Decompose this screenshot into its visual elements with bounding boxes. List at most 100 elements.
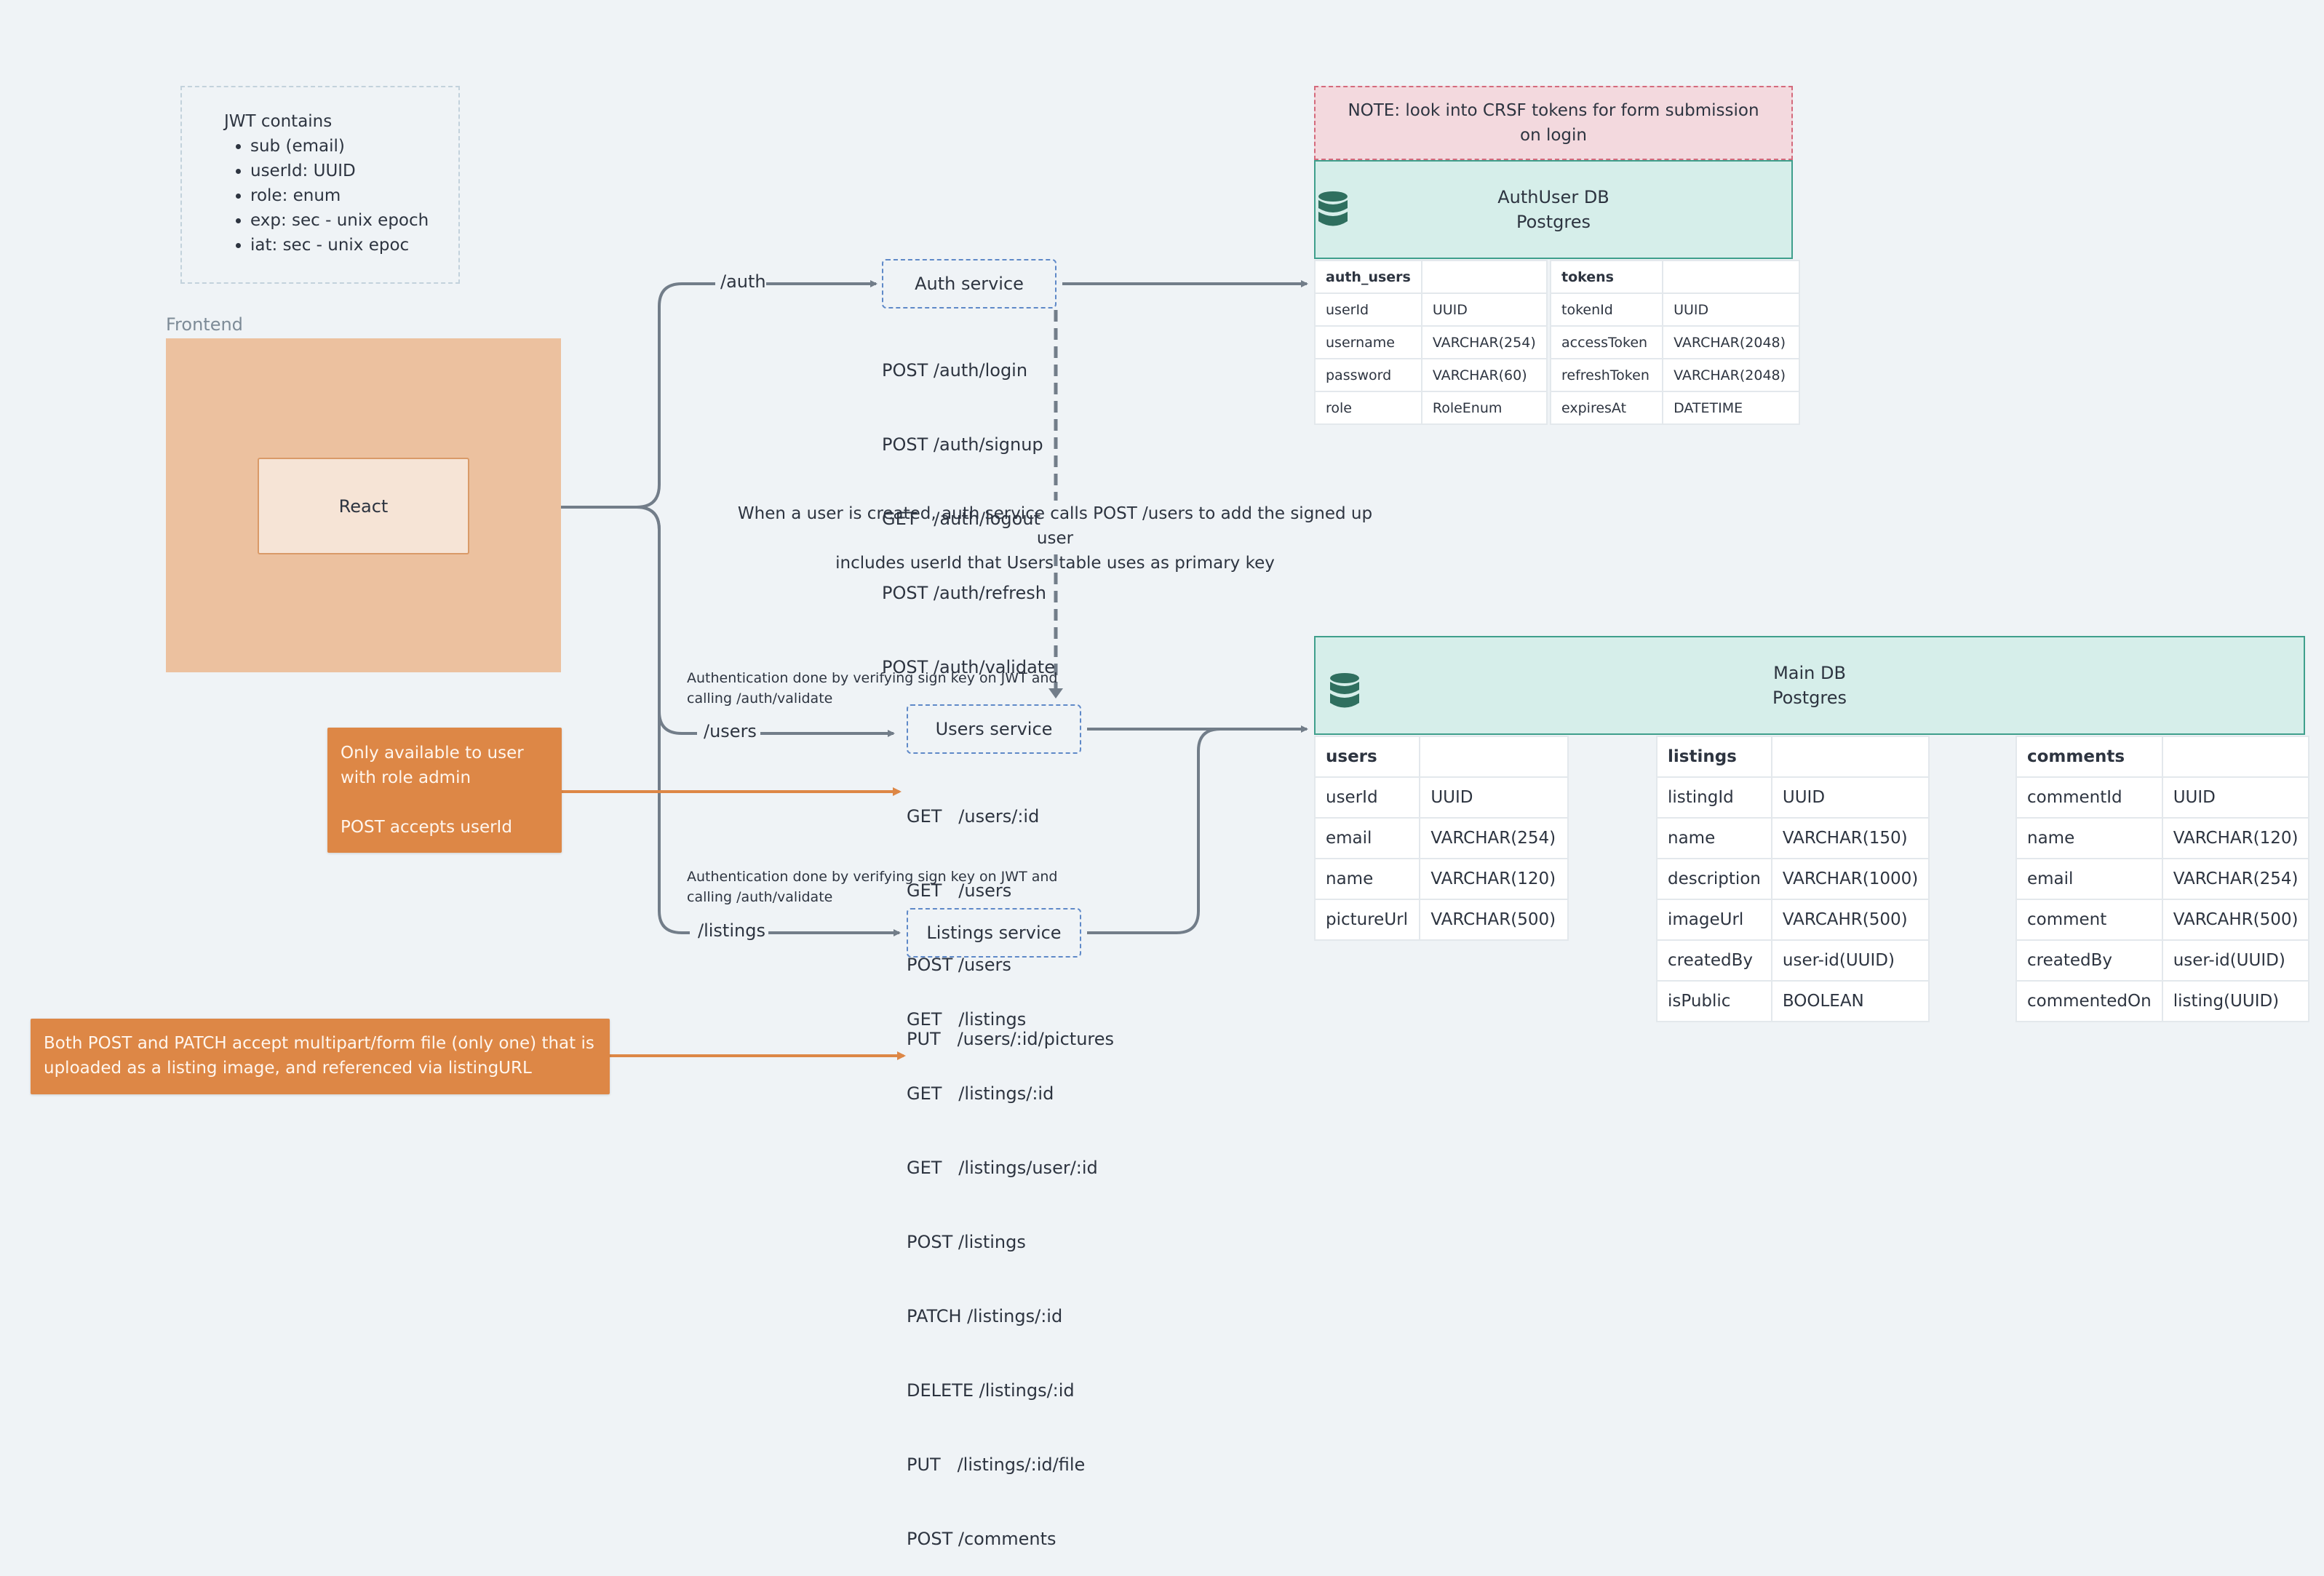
column-type: VARCHAR(1000) xyxy=(1770,858,1930,900)
column-type: BOOLEAN xyxy=(1770,980,1930,1022)
endpoint: POST /auth/validate xyxy=(882,657,1055,677)
listings-service-node[interactable]: Listings service xyxy=(907,908,1081,958)
endpoint: POST /auth/signup xyxy=(882,434,1043,455)
column-type: VARCAHR(500) xyxy=(1770,899,1930,941)
column-type: VARCHAR(120) xyxy=(2161,817,2310,859)
column-name: pictureUrl xyxy=(1313,899,1421,941)
column-name: refreshToken xyxy=(1549,358,1664,392)
column-type: VARCHAR(150) xyxy=(1770,817,1930,859)
endpoint: POST /auth/login xyxy=(882,360,1028,381)
endpoint: GET /listings/user/:id xyxy=(907,1158,1098,1178)
authuser-db-node[interactable]: AuthUser DB Postgres xyxy=(1314,160,1793,259)
auth-service-node[interactable]: Auth service xyxy=(882,259,1056,309)
column-name: email xyxy=(1313,817,1421,859)
endpoint: PUT /users/:id/pictures xyxy=(907,1029,1115,1049)
listings-auth-note: Authentication done by verifying sign ke… xyxy=(687,867,1057,907)
table-header-row: auth_users xyxy=(1314,260,1548,294)
users-service-node[interactable]: Users service xyxy=(907,704,1081,754)
column-type: user-id(UUID) xyxy=(2161,939,2310,982)
listings-to-maindb xyxy=(1087,728,1221,934)
note-line: Authentication done by verifying sign ke… xyxy=(687,869,1058,885)
column-name: userId xyxy=(1314,292,1422,327)
column-name: name xyxy=(1313,858,1421,900)
header-cell xyxy=(1420,260,1548,294)
db-name: AuthUser DB xyxy=(1497,187,1609,207)
main-db-node[interactable]: Main DB Postgres xyxy=(1314,636,2305,735)
table-name: listings xyxy=(1656,736,1772,778)
column-name: createdBy xyxy=(2015,939,2163,982)
endpoint: PUT /listings/:id/file xyxy=(907,1454,1086,1475)
column-type: VARCHAR(254) xyxy=(1420,325,1548,359)
jwt-claim: exp: sec - unix epoch xyxy=(250,208,458,233)
table-name: users xyxy=(1313,736,1421,778)
endpoint: POST /auth/refresh xyxy=(882,583,1046,603)
column-name: expiresAt xyxy=(1549,391,1664,425)
column-name: imageUrl xyxy=(1656,899,1772,941)
endpoint: GET /users/:id xyxy=(907,806,1040,827)
table-name: comments xyxy=(2015,736,2163,778)
endpoint: DELETE /listings/:id xyxy=(907,1380,1075,1401)
listings-endpoints: GET /listings GET /listings/:id GET /lis… xyxy=(907,958,1098,1576)
jwt-claim: sub (email) xyxy=(250,134,458,159)
endpoint: POST /comments xyxy=(907,1529,1056,1549)
column-name: name xyxy=(2015,817,2163,859)
column-type: UUID xyxy=(1770,776,1930,819)
column-type: UUID xyxy=(1419,776,1569,819)
db-engine: Postgres xyxy=(1772,688,1847,708)
column-name: password xyxy=(1314,358,1422,392)
header-cell xyxy=(2161,736,2310,778)
route-label-users: /users xyxy=(704,721,757,741)
table-header-row: comments xyxy=(2015,736,2310,778)
note-line: with role admin xyxy=(341,768,471,787)
users-auth-note: Authentication done by verifying sign ke… xyxy=(687,668,1057,709)
column-name: tokenId xyxy=(1549,292,1664,327)
jwt-claims-list: sub (email) userId: UUID role: enum exp:… xyxy=(224,134,458,258)
route-label-listings: /listings xyxy=(698,920,765,941)
column-name: isPublic xyxy=(1656,980,1772,1022)
multipart-upload-note: Both POST and PATCH accept multipart/for… xyxy=(31,1019,610,1094)
note-line: Authentication done by verifying sign ke… xyxy=(687,670,1058,686)
crsf-note: NOTE: look into CRSF tokens for form sub… xyxy=(1314,86,1793,160)
database-icon xyxy=(1318,191,1348,226)
admin-only-note: Only available to user with role admin P… xyxy=(327,728,562,853)
column-name: email xyxy=(2015,858,2163,900)
user-creation-note: When a user is created, auth service cal… xyxy=(720,501,1390,576)
react-node[interactable]: React xyxy=(258,458,469,554)
column-type: listing(UUID) xyxy=(2161,980,2310,1022)
frontend-label: Frontend xyxy=(166,314,243,335)
route-label-auth: /auth xyxy=(720,271,766,292)
column-type: UUID xyxy=(2161,776,2310,819)
column-name: createdBy xyxy=(1656,939,1772,982)
column-type: VARCHAR(500) xyxy=(1419,899,1569,941)
endpoint: GET /listings/:id xyxy=(907,1083,1054,1104)
column-type: user-id(UUID) xyxy=(1770,939,1930,982)
table-name: auth_users xyxy=(1314,260,1422,294)
column-type: VARCAHR(500) xyxy=(2161,899,2310,941)
endpoint: POST /users xyxy=(907,955,1011,975)
column-name: accessToken xyxy=(1549,325,1664,359)
database-icon xyxy=(1330,673,1359,708)
branch-auth xyxy=(636,282,715,509)
column-type: UUID xyxy=(1420,292,1548,327)
branch-listings xyxy=(636,506,690,934)
jwt-title: JWT contains xyxy=(224,112,333,131)
column-type: VARCHAR(60) xyxy=(1420,358,1548,392)
